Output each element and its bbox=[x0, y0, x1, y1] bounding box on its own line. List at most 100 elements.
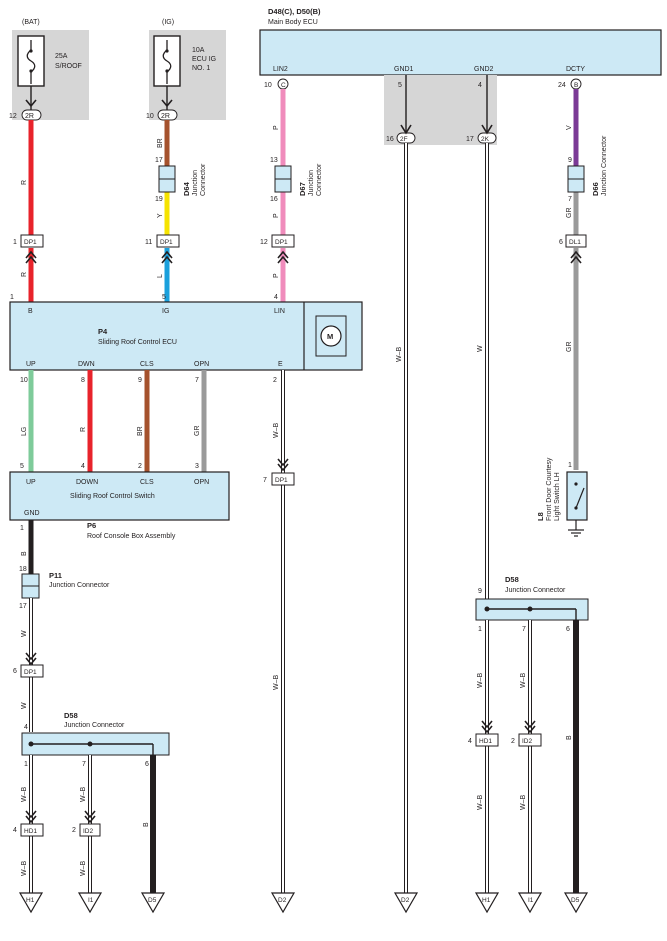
svg-text:W: W bbox=[21, 702, 28, 709]
fuse-icon bbox=[26, 49, 36, 73]
svg-text:12: 12 bbox=[260, 239, 268, 246]
wire-color-l: L bbox=[157, 274, 164, 278]
bat-fuse-amp: 25A bbox=[55, 53, 68, 60]
svg-text:W–B: W–B bbox=[520, 795, 527, 811]
ig-fuse-name: ECU IG bbox=[192, 56, 216, 63]
p11-id: P11 bbox=[49, 571, 62, 580]
ig-fuse-amp: 10A bbox=[192, 47, 205, 54]
svg-text:H1: H1 bbox=[482, 897, 491, 904]
svg-text:2: 2 bbox=[138, 463, 142, 470]
sliding-roof-switch bbox=[9, 471, 230, 521]
d64-pin-out: 19 bbox=[155, 196, 163, 203]
svg-text:4: 4 bbox=[468, 738, 472, 745]
svg-text:W–B: W–B bbox=[21, 861, 28, 877]
svg-text:W–B: W–B bbox=[21, 787, 28, 803]
p4-name: Sliding Roof Control ECU bbox=[98, 339, 177, 346]
wire-color-r1: R bbox=[21, 180, 28, 185]
svg-text:DP1: DP1 bbox=[275, 477, 288, 484]
dcty-terminal: DCTY bbox=[566, 66, 585, 73]
svg-text:7: 7 bbox=[195, 377, 199, 384]
inline-dp1-e: 6 DP1 bbox=[13, 664, 44, 678]
d64-id: D64 bbox=[182, 181, 191, 196]
gnd2-out-conn: 2K bbox=[481, 136, 490, 143]
wire-color-y: Y bbox=[157, 213, 164, 218]
svg-text:B: B bbox=[21, 551, 28, 556]
ground-d5-right: D5 bbox=[563, 892, 589, 914]
svg-text:1: 1 bbox=[478, 626, 482, 633]
wire-color-r2: R bbox=[21, 272, 28, 277]
bat-conn: 2R bbox=[25, 113, 34, 120]
svg-text:DP1: DP1 bbox=[24, 669, 37, 676]
bat-source-label: (BAT) bbox=[22, 19, 40, 26]
d67-line1: Junction bbox=[308, 170, 315, 196]
ig-pin: 10 bbox=[146, 113, 154, 120]
motor-icon: M bbox=[315, 315, 347, 357]
d67-pin-in: 13 bbox=[270, 157, 278, 164]
svg-text:B: B bbox=[28, 308, 33, 315]
svg-text:5: 5 bbox=[162, 294, 166, 301]
ground-i1-left: I1 bbox=[77, 892, 103, 914]
bat-fuse-block: (BAT) 25A S/ROOF bbox=[12, 19, 89, 120]
svg-text:8: 8 bbox=[81, 377, 85, 384]
svg-text:W–B: W–B bbox=[80, 861, 87, 877]
ig-fuse-name2: NO. 1 bbox=[192, 65, 210, 72]
d64-pin-in: 17 bbox=[155, 157, 163, 164]
ground-h1-left: H1 bbox=[18, 892, 44, 914]
ground-d2-gnd1: D2 bbox=[393, 892, 419, 914]
svg-text:W–B: W–B bbox=[80, 787, 87, 803]
svg-text:7: 7 bbox=[263, 477, 267, 484]
l8-line2: Light Switch LH bbox=[554, 472, 561, 521]
svg-text:E: E bbox=[278, 361, 283, 368]
p4-id: P4 bbox=[98, 327, 108, 336]
wire-color-v: V bbox=[566, 125, 573, 130]
inline-hd1-right: 4 HD1 bbox=[468, 733, 499, 747]
gnd2-pin: 4 bbox=[478, 82, 482, 89]
gnd1-terminal: GND1 bbox=[394, 66, 414, 73]
inline-id2-left: 2 ID2 bbox=[72, 823, 101, 837]
gnd1-pin: 5 bbox=[398, 82, 402, 89]
main-ecu-name: Main Body ECU bbox=[268, 19, 318, 26]
svg-text:DP1: DP1 bbox=[275, 239, 288, 246]
ground-icon bbox=[568, 529, 584, 537]
inline-dp1-a: 1 DP1 bbox=[13, 234, 44, 264]
svg-text:BR: BR bbox=[137, 426, 144, 436]
svg-text:4: 4 bbox=[274, 294, 278, 301]
ground-d2-e: D2 bbox=[270, 892, 296, 914]
d58-left-id: D58 bbox=[64, 711, 78, 720]
l8-door-switch bbox=[566, 471, 588, 521]
svg-text:1: 1 bbox=[10, 294, 14, 301]
inline-id2-right: 2 ID2 bbox=[511, 733, 542, 747]
wire-color-gr2: GR bbox=[566, 342, 573, 353]
ground-d5-left: D5 bbox=[140, 892, 166, 914]
wire-color-w-gnd2: W bbox=[477, 345, 484, 352]
wire-color-wb-gnd1: W–B bbox=[396, 347, 403, 363]
wire-color-br: BR bbox=[157, 138, 164, 148]
dcty-pin: 24 bbox=[558, 82, 566, 89]
svg-text:1: 1 bbox=[24, 761, 28, 768]
svg-text:1: 1 bbox=[20, 525, 24, 532]
svg-text:OPN: OPN bbox=[194, 479, 209, 486]
p11-name: Junction Connector bbox=[49, 582, 110, 589]
d64-line2: Connector bbox=[200, 163, 207, 196]
d67-pin-out: 16 bbox=[270, 196, 278, 203]
svg-text:UP: UP bbox=[26, 479, 36, 486]
main-body-ecu bbox=[259, 29, 662, 76]
svg-text:7: 7 bbox=[522, 626, 526, 633]
svg-text:DL1: DL1 bbox=[569, 239, 581, 246]
d67-line2: Connector bbox=[316, 163, 323, 196]
svg-text:10: 10 bbox=[20, 377, 28, 384]
inline-dl1: 6 DL1 bbox=[559, 234, 587, 264]
sliding-roof-ecu bbox=[9, 301, 363, 371]
gnd2-out-pin: 17 bbox=[466, 136, 474, 143]
svg-text:6: 6 bbox=[566, 626, 570, 633]
svg-text:W–B: W–B bbox=[273, 675, 280, 691]
svg-text:LG: LG bbox=[21, 427, 28, 436]
ig-source-label: (IG) bbox=[162, 19, 174, 26]
wire-color-p3: P bbox=[273, 273, 280, 278]
svg-text:DWN: DWN bbox=[78, 361, 95, 368]
wire-color-gr1: GR bbox=[566, 208, 573, 219]
d66-pin-out: 7 bbox=[568, 196, 572, 203]
gnd1-out-conn: 2F bbox=[400, 136, 408, 143]
svg-text:7: 7 bbox=[82, 761, 86, 768]
